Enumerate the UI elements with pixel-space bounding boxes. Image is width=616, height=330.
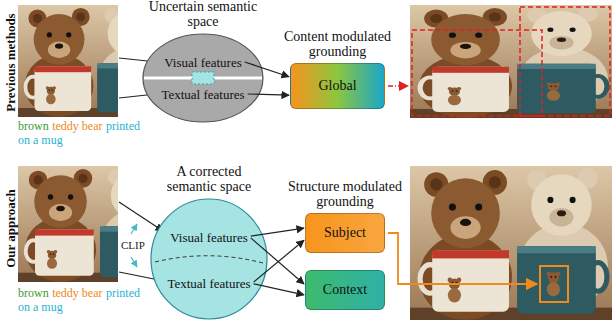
row-title: Previous methods [3, 13, 18, 111]
semantic-space: A corrected semantic spaceVisual feature… [150, 198, 268, 320]
ellipse-outline [151, 199, 267, 319]
box-text: Global [318, 78, 356, 94]
feature-text: Visual features [164, 55, 242, 70]
ellipse-outline [143, 34, 263, 122]
heading-text: Structure modulated grounding [275, 179, 415, 209]
space-split [144, 77, 262, 80]
space-ellipse [150, 198, 268, 320]
heading-text: A corrected semantic space [152, 164, 267, 194]
row-title: Our approach [3, 189, 18, 268]
heading-text: Content modulated grounding [273, 29, 403, 59]
feature-text: Textual features [167, 276, 250, 291]
query-word: printed [106, 119, 140, 133]
feature-label: Textual features [161, 85, 244, 103]
feature-text: Visual features [170, 230, 248, 245]
grounding-box: Context [305, 270, 385, 310]
feature-label: Visual features [170, 228, 248, 246]
overlap-region [192, 72, 214, 84]
model-tag: CLIP [121, 239, 145, 252]
query-word: teddy bear [52, 286, 102, 300]
space-heading: Structure modulated grounding [275, 179, 415, 210]
space-boundary [155, 256, 263, 263]
edge-arrow [254, 240, 304, 282]
heading-text: Uncertain semantic space [138, 0, 268, 29]
query-word: brown [18, 286, 49, 300]
query-word: on a mug [18, 300, 63, 314]
edge-arrow [254, 284, 304, 295]
edge-arrow [251, 228, 304, 236]
query-word: teddy bear [52, 119, 102, 133]
query-word: brown [18, 119, 49, 133]
semantic-space: Uncertain semantic spaceVisual featuresT… [142, 33, 264, 123]
grounding-box: Content modulated groundingGlobal [290, 63, 385, 109]
box-text: Subject [324, 225, 366, 241]
feature-label: Textual features [167, 274, 250, 292]
space-ellipse [142, 33, 264, 123]
edge-arrow [248, 94, 289, 95]
feature-label: Visual features [164, 53, 242, 71]
feature-text: Textual features [161, 87, 244, 102]
grounding-box: Structure modulated groundingSubject [305, 213, 385, 253]
space-heading: Content modulated grounding [273, 29, 403, 60]
box-text: Context [323, 282, 367, 298]
query-word: on a mug [18, 133, 63, 147]
space-heading: Uncertain semantic space [138, 0, 268, 30]
edge-arrow [251, 238, 304, 284]
space-heading: A corrected semantic space [152, 164, 267, 195]
edge-arrow [245, 62, 289, 77]
query-word: printed [106, 286, 140, 300]
